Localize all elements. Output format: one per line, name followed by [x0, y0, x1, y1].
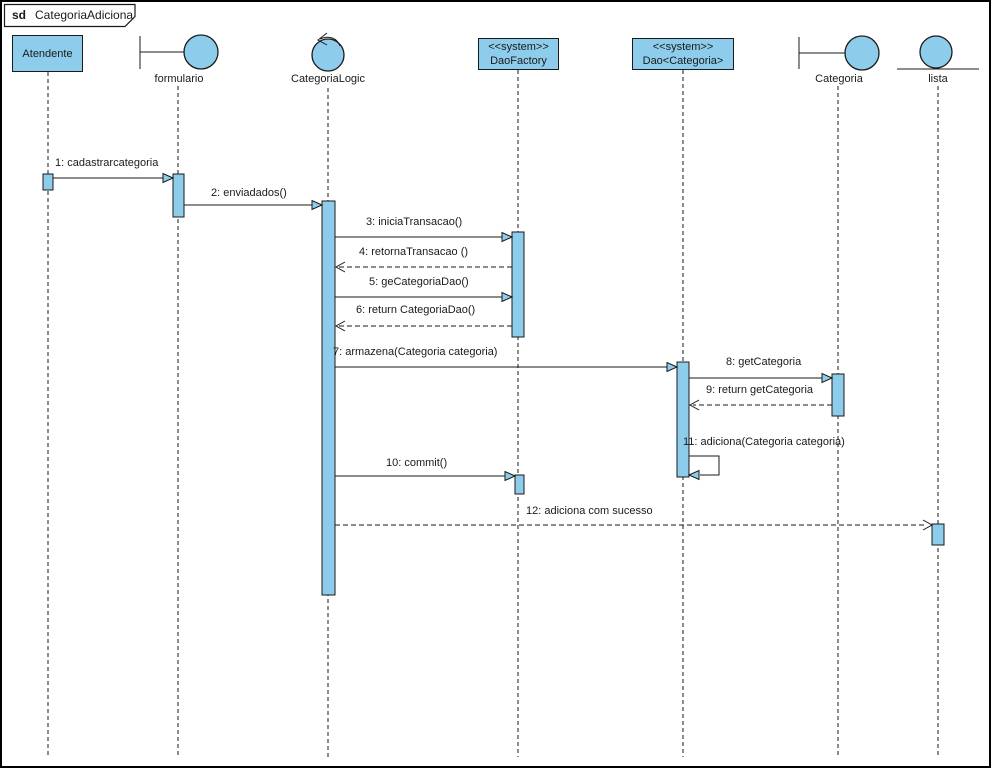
lifeline-head-label: Atendente: [22, 47, 73, 60]
lifeline-label-categoria: Categoria: [815, 73, 863, 85]
message-9-label: 9: return getCategoria: [706, 384, 814, 396]
message-8-label: 8: getCategoria: [726, 356, 802, 368]
message-6-label: 6: return CategoriaDao(): [356, 304, 476, 316]
lifeline-label-lista: lista: [928, 73, 948, 85]
boundary-icon: [139, 34, 219, 70]
message-12-label: 12: adiciona com sucesso: [526, 505, 653, 517]
activation-bar-daofactory-1: [511, 231, 525, 338]
stereotype-label: <<system>>: [652, 41, 714, 53]
activation-bar-atendente: [42, 173, 54, 191]
lifeline-head-atendente: Atendente: [12, 35, 83, 72]
frame-keyword: sd: [12, 8, 27, 22]
activation-bar-daofactory-2: [514, 474, 525, 495]
activation-bar-categorialogic: [321, 200, 336, 596]
entity-icon: [897, 35, 979, 70]
activation-bar-categoria: [831, 373, 845, 417]
message-8-arrow: [689, 372, 834, 384]
message-4-arrow: [334, 261, 512, 273]
message-10-label: 10: commit(): [386, 457, 448, 469]
message-1-arrow: [53, 172, 175, 184]
control-icon: [311, 32, 345, 72]
lifeline-head-daofactory: <<system>> DaoFactory: [478, 38, 559, 70]
frame-title-text: CategoriaAdiciona: [35, 8, 134, 22]
message-10-arrow: [335, 470, 517, 482]
lifeline-label-categorialogic: CategoriaLogic: [291, 73, 365, 85]
frame-title: sd CategoriaAdiciona: [12, 8, 133, 22]
activation-bar-formulario: [172, 173, 185, 218]
message-11-label: 11: adiciona(Categoria categoria): [683, 436, 845, 448]
message-5-arrow: [335, 291, 514, 303]
activation-bar-lista: [931, 523, 945, 546]
lifeline-head-daocategoria: <<system>> Dao<Categoria>: [632, 38, 734, 70]
message-5-label: 5: geCategoriaDao(): [369, 276, 469, 288]
message-6-arrow: [334, 320, 512, 332]
message-4-label: 4: retornaTransacao (): [359, 246, 469, 258]
message-1-label: 1: cadastrarcategoria: [55, 157, 159, 169]
message-7-arrow: [335, 361, 679, 373]
lifeline-head-label: DaoFactory: [490, 55, 547, 67]
lifeline-head-label: Dao<Categoria>: [642, 55, 724, 67]
message-2-label: 2: enviadados(): [211, 187, 287, 199]
lifeline-label-formulario: formulario: [154, 73, 204, 85]
frame-title-tab: [3, 3, 136, 28]
message-11-self-arrow: [687, 455, 720, 481]
message-2-arrow: [184, 199, 324, 211]
stereotype-label: <<system>>: [488, 41, 549, 53]
message-12-arrow: [335, 519, 934, 531]
message-3-label: 3: iniciaTransacao(): [366, 216, 463, 228]
message-9-arrow: [688, 399, 832, 411]
boundary-icon: [798, 35, 880, 71]
message-7-label: 7: armazena(Categoria categoria): [333, 346, 498, 358]
message-3-arrow: [335, 231, 514, 243]
activation-bar-daocategoria: [676, 361, 690, 478]
